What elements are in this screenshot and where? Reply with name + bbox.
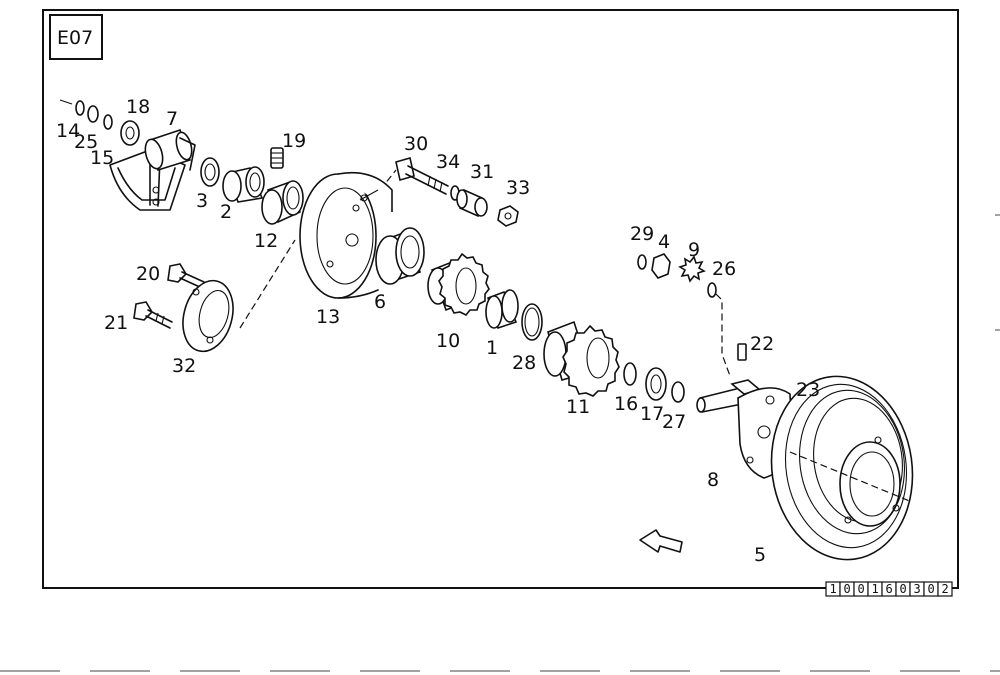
part-nut-4 [651,253,671,279]
part-bolt-21 [133,301,173,329]
part-label: 14 [56,120,80,142]
part-label: 30 [404,133,428,155]
part-star-9 [678,255,706,283]
reference-code-digit: 2 [942,582,949,596]
part-nut-33 [497,205,519,227]
part-label: 7 [166,108,178,130]
part-pulley-13 [299,171,393,299]
part-labels: 14 25 15 18 7 3 2 19 12 30 34 31 33 20 2… [56,96,820,566]
reference-code-digit: 1 [830,582,837,596]
part-sleeve-2 [222,166,265,203]
part-label: 5 [754,544,766,566]
part-pulley-5 [770,375,914,561]
part-washer-26 [707,282,717,298]
part-label: 26 [712,258,736,280]
axis-line [715,293,731,377]
part-bolt-30 [395,156,449,195]
part-hub-sprocket-10 [427,252,490,317]
part-label: 13 [316,306,340,328]
part-label: 1 [486,337,498,359]
reference-code-box [937,581,953,597]
part-bearing-3 [200,157,220,187]
part-bolt-20 [167,263,205,289]
part-plate-32 [182,279,234,353]
part-key-22 [737,343,747,361]
part-label: 17 [640,403,664,425]
part-label: 32 [172,355,196,377]
part-label: 28 [512,352,536,374]
part-label: 8 [707,469,719,491]
part-bearing-17 [645,367,667,401]
part-label: 2 [220,201,232,223]
part-bearing-6 [375,227,425,285]
diagram-frame [42,9,959,589]
direction-arrow-icon [639,529,683,553]
part-sleeve-31 [456,188,488,218]
part-hub-sprocket-11 [543,320,620,397]
part-label: 15 [90,147,114,169]
reference-code-digit: 0 [928,582,935,596]
part-washers-left [59,99,140,146]
reference-code-digit: 0 [900,582,907,596]
part-bushing-1 [485,289,519,330]
reference-code-digit: 0 [844,582,851,596]
part-label: 4 [658,231,670,253]
part-label: 25 [74,131,98,153]
axis-line [239,239,296,329]
part-label: 20 [136,263,160,285]
part-ring-28 [521,303,543,341]
part-label: 33 [506,177,530,199]
part-label: 16 [614,393,638,415]
part-label: 21 [104,312,128,334]
part-label: 31 [470,161,494,183]
part-label: 12 [254,230,278,252]
part-ring-12 [261,180,304,225]
part-label: 34 [436,151,460,173]
part-washer-27 [671,381,685,403]
part-label: 23 [796,379,820,401]
part-label: 6 [374,291,386,313]
reference-code-digit: 3 [914,582,921,596]
part-setscrew-19 [270,147,284,169]
part-shaft-7 [144,128,196,172]
reference-code-digit: 0 [858,582,865,596]
part-label: 9 [688,239,700,261]
part-label: 18 [126,96,150,118]
reference-code-digit: 6 [886,582,893,596]
part-label: 10 [436,330,460,352]
part-label: 11 [566,396,590,418]
part-label: 27 [662,411,686,433]
part-label: 22 [750,333,774,355]
part-label: 19 [282,130,306,152]
part-label: 29 [630,223,654,245]
reference-code-digit: 1 [872,582,879,596]
part-ring-16 [623,362,637,386]
figure-tag: E07 [49,14,103,60]
part-label: 3 [196,190,208,212]
part-washer-29 [637,254,647,270]
part-bracket [109,149,186,211]
figure-tag-text: E07 [57,27,93,49]
